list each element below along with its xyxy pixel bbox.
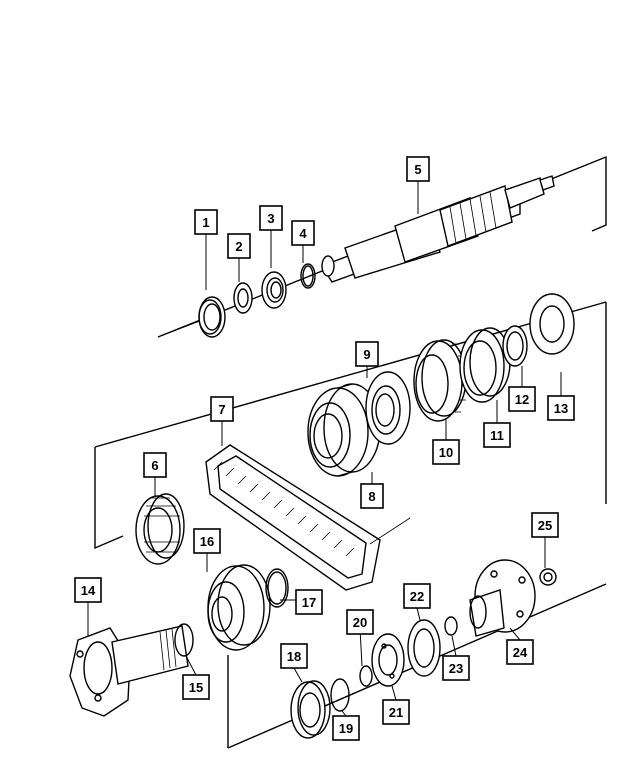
callout-label: 21 [389, 705, 403, 720]
callout-label: 1 [202, 215, 209, 230]
callout-label: 15 [189, 680, 203, 695]
callout-21: 21 [382, 699, 410, 725]
callout-label: 16 [200, 534, 214, 549]
callout-16: 16 [193, 528, 221, 554]
callout-19: 19 [332, 715, 360, 741]
callout-label: 18 [287, 649, 301, 664]
part-front-flange-shaft [69, 625, 189, 717]
callout-17: 17 [295, 589, 323, 615]
callout-23: 23 [442, 655, 470, 681]
part-spacer-washer [233, 282, 253, 314]
callout-7: 7 [210, 396, 234, 422]
callout-15: 15 [182, 674, 210, 700]
part-tone-ring [407, 619, 441, 677]
part-snap-ring-rear [330, 678, 350, 712]
part-retaining-ring [502, 325, 528, 367]
callout-14: 14 [74, 577, 102, 603]
callout-label: 11 [490, 428, 504, 443]
callout-label: 19 [339, 721, 353, 736]
callout-10: 10 [432, 439, 460, 465]
callout-label: 7 [218, 402, 225, 417]
part-drive-chain [205, 444, 411, 591]
callout-2: 2 [227, 233, 251, 259]
part-bearing-race [365, 371, 411, 445]
callout-label: 17 [302, 595, 316, 610]
callout-label: 23 [449, 661, 463, 676]
callout-5: 5 [406, 156, 430, 182]
part-front-output-gear [207, 564, 271, 651]
callout-label: 22 [410, 589, 424, 604]
part-bearing-rear [290, 680, 331, 739]
part-snap-ring-small [300, 263, 316, 289]
part-spacer-small [359, 665, 373, 687]
leader-lines [87, 181, 562, 717]
callout-25: 25 [531, 512, 559, 538]
part-driven-sprocket [135, 493, 185, 565]
part-nut [539, 568, 557, 586]
part-snap-ring-front [265, 568, 289, 608]
part-oil-pump [371, 633, 405, 687]
part-rear-yoke-flange [469, 559, 536, 637]
callout-18: 18 [280, 643, 308, 669]
callout-label: 10 [439, 445, 453, 460]
callout-label: 6 [151, 458, 158, 473]
callout-20: 20 [346, 609, 374, 635]
part-bearing-large [307, 383, 381, 477]
callout-13: 13 [547, 395, 575, 421]
callout-12: 12 [508, 386, 536, 412]
callout-label: 13 [554, 401, 568, 416]
part-thrust-plate [529, 293, 575, 355]
part-bearing-small [261, 271, 287, 309]
callout-3: 3 [259, 205, 283, 231]
part-snap-ring-shaft [174, 623, 194, 657]
callout-label: 20 [353, 615, 367, 630]
callout-label: 2 [235, 239, 242, 254]
callout-label: 24 [513, 645, 528, 660]
callout-label: 25 [538, 518, 552, 533]
callout-label: 3 [267, 211, 274, 226]
callout-label: 4 [299, 226, 307, 241]
callout-8: 8 [360, 483, 384, 509]
callout-6: 6 [143, 452, 167, 478]
callout-22: 22 [403, 583, 431, 609]
part-o-ring [444, 616, 458, 636]
part-clutch-hub [459, 327, 511, 403]
part-seal [157, 296, 226, 338]
callout-label: 8 [368, 489, 375, 504]
callout-label: 9 [363, 347, 370, 362]
callout-9: 9 [355, 341, 379, 367]
callout-label: 12 [515, 392, 529, 407]
callout-label: 5 [414, 162, 421, 177]
callout-24: 24 [506, 639, 534, 665]
callout-label: 14 [81, 583, 96, 598]
callout-4: 4 [291, 220, 315, 246]
part-drive-sprocket [413, 339, 468, 422]
callout-11: 11 [483, 422, 511, 448]
callout-1: 1 [194, 209, 218, 235]
part-mainshaft [320, 175, 555, 283]
